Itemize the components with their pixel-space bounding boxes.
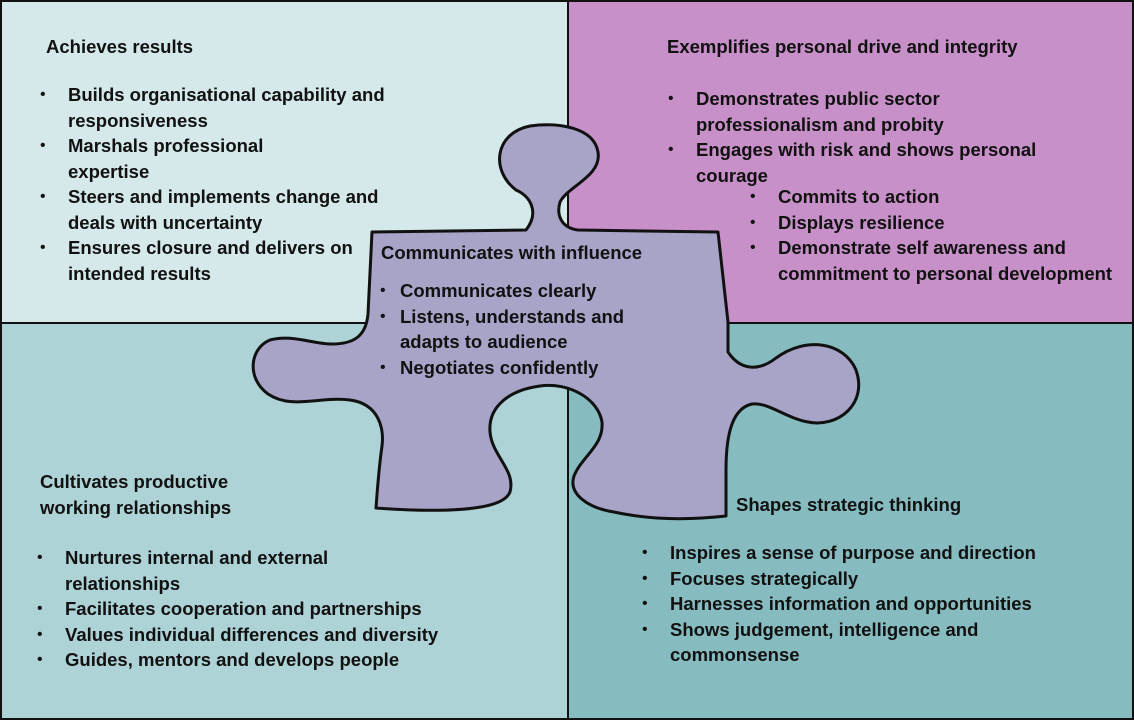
list-item: Negotiates confidently [380, 355, 680, 381]
list-item: Inspires a sense of purpose and directio… [642, 540, 1102, 566]
personal-drive-block: Exemplifies personal drive and integrity [667, 34, 1018, 60]
communicates-block: Communicates with influence [381, 240, 642, 266]
achieves-results-title: Achieves results [46, 36, 194, 57]
list-item: Guides, mentors and develops people [37, 647, 517, 673]
list-item: Displays resilience [750, 210, 1120, 236]
working-relationships-block: Cultivates productive working relationsh… [40, 469, 280, 520]
list-item: Steers and implements change and deals w… [40, 184, 388, 235]
personal-drive-title: Exemplifies personal drive and integrity [667, 36, 1018, 57]
list-item: Commits to action [750, 184, 1120, 210]
list-item: Builds organisational capability and res… [40, 82, 400, 133]
working-relationships-list: Nurtures internal and external relations… [37, 545, 517, 673]
personal-drive-list: Demonstrates public sector professionali… [668, 86, 1098, 188]
communicates-list: Communicates clearly Listens, understand… [380, 278, 680, 380]
list-item: Focuses strategically [642, 566, 1102, 592]
personal-drive-sublist: Commits to action Displays resilience De… [750, 184, 1120, 286]
strategic-thinking-block: Shapes strategic thinking [736, 492, 961, 518]
list-item: Engages with risk and shows personal cou… [668, 137, 1096, 188]
working-relationships-title: Cultivates productive working relationsh… [40, 471, 232, 518]
strategic-thinking-list: Inspires a sense of purpose and directio… [642, 540, 1102, 668]
list-item: Communicates clearly [380, 278, 680, 304]
achieves-results-list: Builds organisational capability and res… [40, 82, 400, 286]
communicates-title: Communicates with influence [381, 242, 643, 263]
list-item: Demonstrate self awareness and commitmen… [750, 235, 1114, 286]
list-item: Listens, understands and adapts to audie… [380, 304, 662, 355]
list-item: Ensures closure and delivers on intended… [40, 235, 368, 286]
list-item: Harnesses information and opportunities [642, 591, 1102, 617]
list-item: Demonstrates public sector professionali… [668, 86, 996, 137]
list-item: Nurtures internal and external relations… [37, 545, 405, 596]
list-item: Shows judgement, intelligence and common… [642, 617, 1030, 668]
achieves-results-block: Achieves results [46, 34, 193, 60]
list-item: Values individual differences and divers… [37, 622, 517, 648]
list-item: Facilitates cooperation and partnerships [37, 596, 517, 622]
list-item: Marshals professional expertise [40, 133, 300, 184]
strategic-thinking-title: Shapes strategic thinking [736, 494, 962, 515]
